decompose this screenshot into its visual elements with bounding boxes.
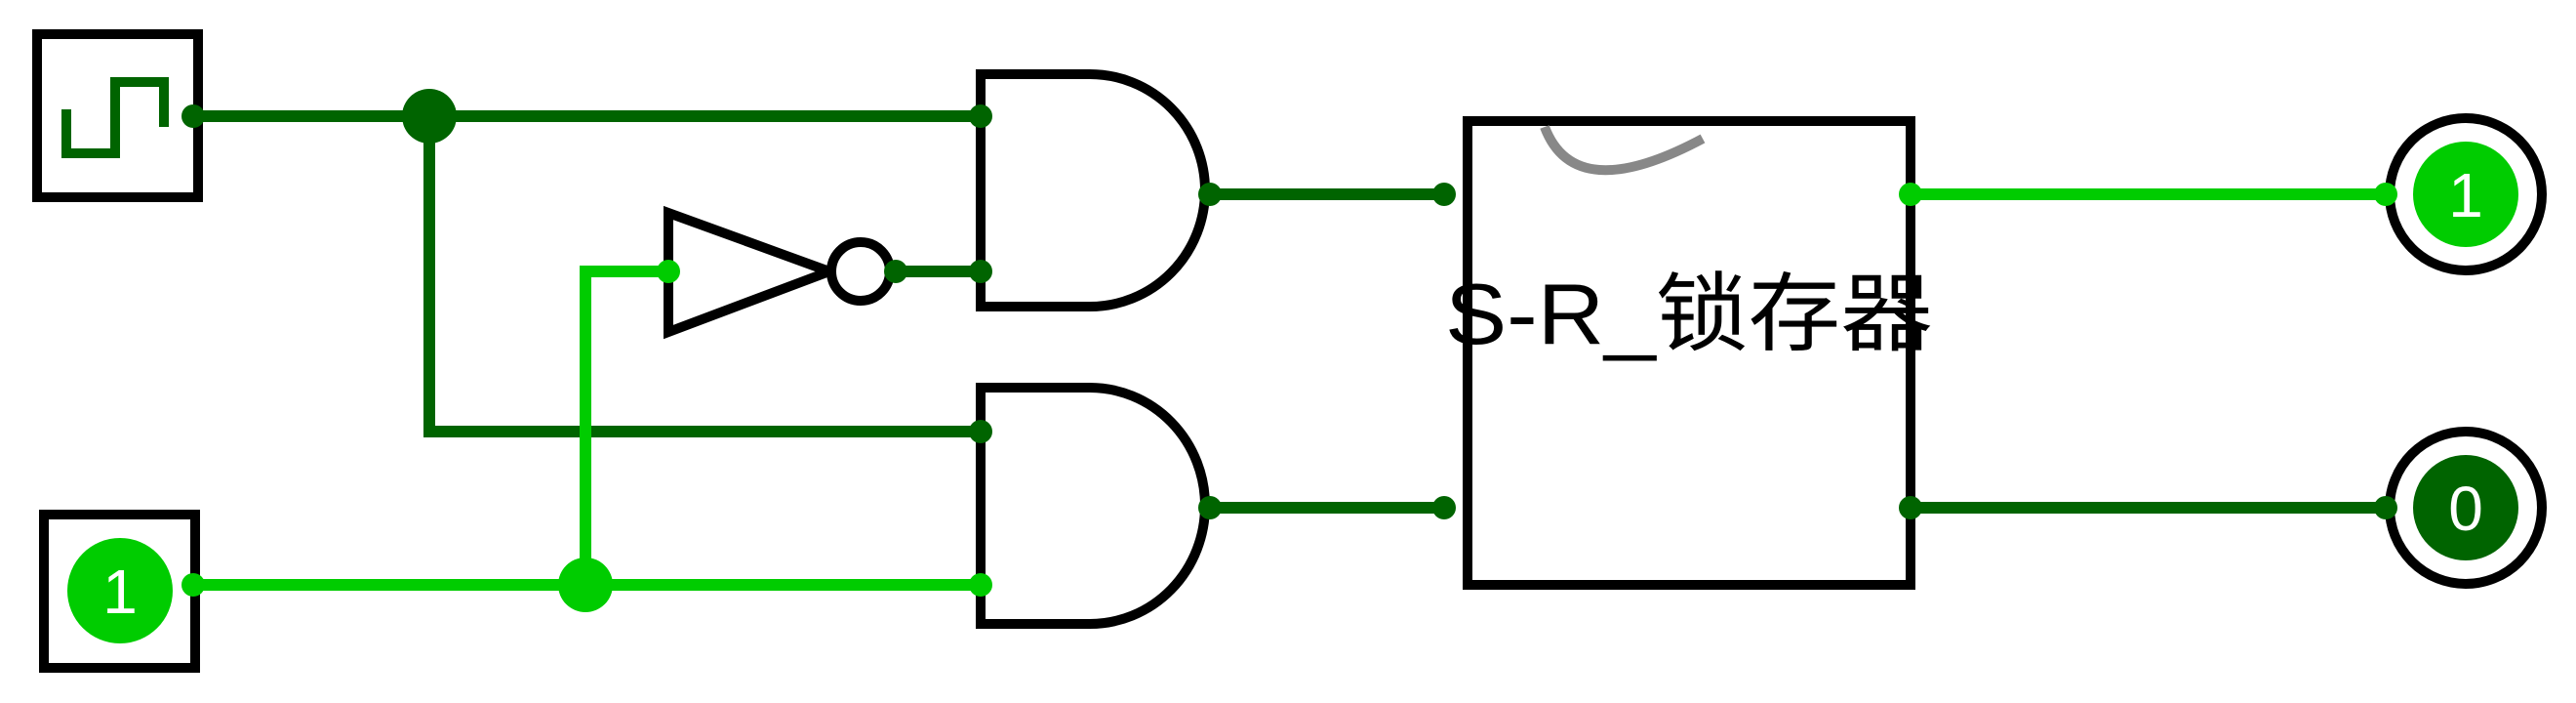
- sr-latch-block[interactable]: S-R_锁存器: [1445, 116, 1933, 590]
- pin-latch-s: [1432, 183, 1456, 206]
- output-q-value: 1: [2448, 160, 2483, 230]
- wire-clock-to-and2: [423, 116, 981, 437]
- output-qbar[interactable]: 0: [2385, 427, 2547, 589]
- pin-latch-r: [1432, 496, 1456, 519]
- and-gate-bottom[interactable]: [976, 383, 1210, 629]
- pin-latch-qbar: [1899, 496, 1922, 519]
- junctions: [402, 89, 613, 612]
- not-gate-bubble: [826, 237, 895, 306]
- clock-input[interactable]: [32, 29, 203, 202]
- pin-and1-in-a: [969, 104, 992, 128]
- wires: [193, 110, 2386, 591]
- pin-clock-out: [181, 104, 205, 128]
- latch-notch: [1540, 125, 1706, 176]
- output-q-led: [2413, 142, 2518, 247]
- pin-const-out: [181, 573, 205, 597]
- pins: [181, 104, 2397, 597]
- clock-square-wave-icon: [61, 77, 169, 158]
- constant-input[interactable]: 1: [39, 510, 200, 673]
- and-gate-top[interactable]: [976, 69, 1210, 311]
- pin-and2-in-b: [969, 573, 992, 597]
- pin-not-in: [657, 260, 680, 283]
- constant-input-value: 1: [102, 557, 138, 627]
- output-q[interactable]: 1: [2385, 113, 2547, 275]
- wire-const-to-not: [580, 266, 668, 585]
- pin-and1-out: [1198, 183, 1222, 206]
- constant-input-led: [67, 538, 173, 643]
- pin-latch-q: [1899, 183, 1922, 206]
- output-qbar-led: [2413, 455, 2518, 560]
- pin-and2-in-a: [969, 420, 992, 443]
- junction-const-split: [558, 558, 613, 612]
- pin-and1-in-b: [969, 260, 992, 283]
- pin-output-qbar-in: [2374, 496, 2397, 519]
- pin-output-q-in: [2374, 183, 2397, 206]
- not-gate[interactable]: [664, 205, 895, 340]
- pin-not-out: [884, 260, 907, 283]
- junction-clock-split: [402, 89, 457, 144]
- latch-label: S-R_锁存器: [1445, 266, 1933, 362]
- output-qbar-value: 0: [2448, 474, 2483, 544]
- pin-and2-out: [1198, 496, 1222, 519]
